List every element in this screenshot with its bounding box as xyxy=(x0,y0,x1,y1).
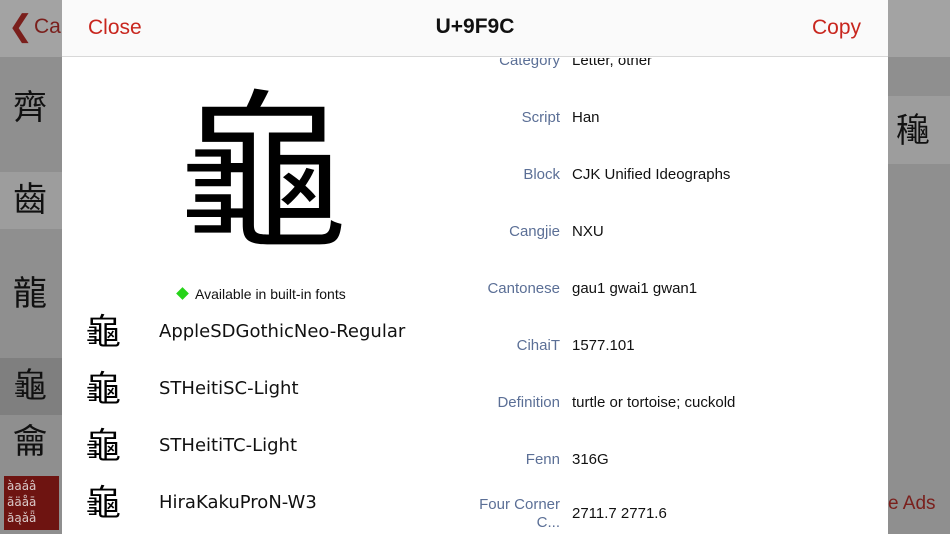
list-item-glyph: 龜 xyxy=(13,366,47,406)
property-label: Cantonese xyxy=(487,280,560,297)
font-sample-glyph: 龜 xyxy=(84,369,121,410)
font-sample-row[interactable]: 龜 STHeitiSC-Light xyxy=(78,361,458,418)
property-label: CihaiT xyxy=(516,337,560,354)
property-label: Four Corner C... xyxy=(479,496,560,531)
property-row-fenn: Fenn 316G xyxy=(442,449,882,506)
remove-ads-button[interactable]: e Ads xyxy=(888,493,936,514)
detail-content[interactable]: 龜 Available in built-in fonts 龜 AppleSDG… xyxy=(62,58,888,534)
list-item-glyph: 龠 xyxy=(13,422,47,462)
property-value: turtle or tortoise; cuckold xyxy=(572,394,736,411)
property-label: Fenn xyxy=(525,451,560,468)
availability-text: Available in built-in fonts xyxy=(195,286,346,302)
list-item[interactable]: 齒 xyxy=(0,172,62,229)
character-detail-sheet: Close U+9F9C Copy 龜 Available in built-i… xyxy=(62,0,888,534)
property-row-category: Category Letter, other xyxy=(442,58,882,107)
font-sample-row[interactable]: 龜 STHeitiTC-Light xyxy=(78,418,458,475)
character-preview: 龜 xyxy=(176,73,348,274)
list-item[interactable]: 龍 xyxy=(0,266,62,323)
font-name: HiraKakuProN-W3 xyxy=(159,492,317,513)
property-value: 2711.7 2771.6 xyxy=(572,505,667,522)
property-label: Definition xyxy=(497,394,560,411)
sheet-nav-bar: Close U+9F9C Copy xyxy=(62,0,888,57)
character-set-thumbnail[interactable]: àaáâ ãäåā ăąǎǟ xyxy=(4,476,59,530)
font-name: STHeitiSC-Light xyxy=(159,378,299,399)
property-row-cangjie: Cangjie NXU xyxy=(442,221,882,278)
list-item-glyph: 龍 xyxy=(13,274,47,314)
property-row-definition: Definition turtle or tortoise; cuckold xyxy=(442,392,882,449)
property-label: Block xyxy=(523,166,560,183)
property-row-script: Script Han xyxy=(442,107,882,164)
property-value: CJK Unified Ideographs xyxy=(572,166,731,183)
list-item-glyph: 齒 xyxy=(13,180,47,220)
copy-button[interactable]: Copy xyxy=(811,16,861,39)
property-label: Cangjie xyxy=(509,223,560,240)
property-row-cihait: CihaiT 1577.101 xyxy=(442,335,882,392)
font-sample-row[interactable]: 龜 HiraKakuProN-W3 xyxy=(78,475,458,532)
list-item-glyph: 齊 xyxy=(13,88,47,128)
font-name: AppleSDGothicNeo-Regular xyxy=(159,321,406,342)
back-chevron-icon[interactable]: ❮ xyxy=(8,9,34,44)
property-label: Category xyxy=(499,58,560,69)
close-button[interactable]: Close xyxy=(88,16,142,39)
list-item-selected[interactable]: 龜 xyxy=(0,358,62,415)
font-sample-glyph: 龜 xyxy=(84,483,121,524)
availability-note: Available in built-in fonts xyxy=(176,286,346,302)
property-row-cantonese: Cantonese gau1 gwai1 gwan1 xyxy=(442,278,882,335)
back-button-label[interactable]: Ca xyxy=(34,15,61,38)
property-value: NXU xyxy=(572,223,604,240)
grid-cell-glyph: 龝 xyxy=(896,111,930,151)
page-title: U+9F9C xyxy=(435,15,515,38)
list-item[interactable]: 齊 xyxy=(0,80,62,137)
font-sample-row[interactable]: 龜 AppleSDGothicNeo-Regular xyxy=(78,304,458,361)
property-value: Han xyxy=(572,109,600,126)
property-row-four-corner: Four Corner C... 2711.7 2771.6 xyxy=(442,496,882,534)
font-sample-glyph: 龜 xyxy=(84,312,121,353)
green-diamond-icon xyxy=(176,287,189,300)
property-value: Letter, other xyxy=(572,58,653,69)
property-label: Script xyxy=(521,109,560,126)
property-value: 316G xyxy=(572,451,609,468)
grid-cell[interactable] xyxy=(887,96,950,164)
font-sample-glyph: 龜 xyxy=(84,426,121,467)
list-item[interactable]: 龠 xyxy=(0,418,62,475)
property-value: 1577.101 xyxy=(572,337,635,354)
font-name: STHeitiTC-Light xyxy=(159,435,298,456)
property-row-block: Block CJK Unified Ideographs xyxy=(442,164,882,221)
property-value: gau1 gwai1 gwan1 xyxy=(572,280,698,297)
